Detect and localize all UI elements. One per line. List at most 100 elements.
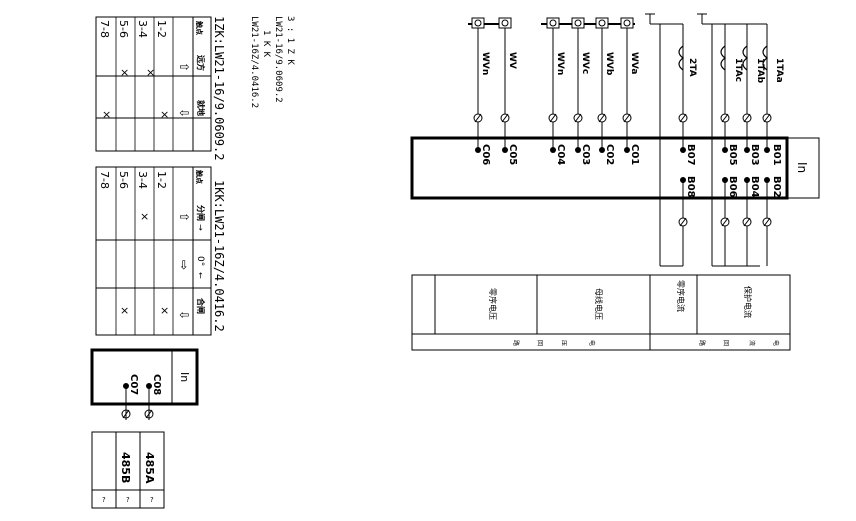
switch-1kk-group: 1KK:LW21-16Z/4.0416.2 触点 分闸 → 0° ← 合闸 ⇧ … [95,166,226,336]
terminal-dot [624,147,630,153]
top-terminal-ring [474,19,482,27]
terminal-dot [722,147,728,153]
terminal-screw-slash [623,113,631,123]
section-zero-voltage: 零序电压 [488,288,498,320]
small-module-group: In C08 C07 [90,348,199,420]
ct-label-1tac: 1TAc [733,58,743,82]
main-module-group: In WVn WV WVn WVc WVb WVa C06 C05 C04 C0… [410,13,820,267]
wire-label-wv: WV [507,52,517,69]
ct-coil-icon [678,45,684,71]
ct-label-1tab: 1TAb [755,58,765,84]
terminal-dot [575,147,581,153]
terminal-screw-slash [549,113,557,123]
terminal-dot [502,147,508,153]
terminal-b08-label: B08 [685,176,696,198]
terminal-screw-slash [721,113,729,123]
terminal-c04-label: C04 [555,144,566,165]
wire-label-wva: WVa [629,52,639,74]
terminal-dot [744,147,750,153]
terminal-screw-slash [122,409,130,419]
switch-1zk-row-3: 5-6 [117,20,130,38]
top-terminal-ring [501,19,509,27]
contact-mark: × [160,108,169,121]
switch-1kk-header-mid: 0° [195,256,205,266]
terminal-screw-slash [743,217,751,227]
terminal-dot [680,177,686,183]
switch-1zk-desc-1: 3 : 1 Z K [285,16,295,65]
ct-coil-icon [742,45,748,71]
main-module-label: In [795,162,809,173]
switch-1zk-desc-2: LW21-16/9.0609.2 [273,16,283,103]
terminal-c08-label: C08 [151,374,162,395]
arrow-left-icon: → [196,224,205,231]
ct-label-2ta: 2TA [687,58,697,77]
small-module-label: In [178,372,191,382]
contact-mark: × [160,304,169,317]
bottom-table [411,274,791,351]
terminal-b03-label: B03 [749,144,760,166]
terminal-dot [550,147,556,153]
terminal-c06-label: C06 [480,144,491,165]
contact-mark: × [140,210,149,223]
switch-1zk-header-contact: 触点 [195,20,204,35]
switch-1kk-title: 1KK:LW21-16Z/4.0416.2 [212,180,226,332]
switch-1zk-row-2: 3-4 [136,20,149,38]
contact-mark: × [120,66,129,79]
comm-footer: ? [126,496,130,504]
terminal-screw-slash [721,217,729,227]
terminal-c02-label: C02 [604,144,615,165]
footer-char: 电 [588,340,596,346]
ct-coil-icon [762,45,768,71]
comm-485a-label: 485A [143,452,156,484]
footer-char: 压 [560,340,567,346]
switch-1zk-desc-4: LW21-16Z/4.0416.2 [249,16,259,108]
terminal-c05-label: C05 [507,144,518,165]
contact-mark: × [102,108,111,121]
footer-char: 回 [722,340,729,346]
comm-footer: ? [102,496,106,504]
ct-coil-icon [720,45,726,71]
arrow-icon: ⇩ [177,310,191,320]
comm-box [91,431,165,509]
switch-1kk-row-2: 3-4 [136,171,149,189]
switch-1kk-header-contact: 触点 [195,169,204,184]
terminal-dot [475,147,481,153]
wire-label-wvn2: WVn [555,52,565,75]
switch-1kk-row-3: 5-6 [117,171,130,189]
terminal-c03-label: C03 [580,144,591,165]
switch-1zk-header-pos2: 就地 [196,100,206,116]
terminal-screw-slash [679,217,687,227]
ct-label-1taa: 1TAa [774,58,784,83]
terminal-screw-slash [145,409,153,419]
terminal-screw-slash [598,113,606,123]
comm-box-group: 485A 485B ? ? ? [91,431,165,509]
switch-1zk-row-1: 1-2 [155,20,168,38]
terminal-screw-slash [501,113,509,123]
top-terminal-ring [598,19,606,27]
switch-1zk-header-pos1: 远方 [196,55,206,71]
terminal-dot [764,147,770,153]
switch-1kk-row-1: 1-2 [155,171,168,189]
contact-mark: × [120,304,129,317]
terminal-dot [599,147,605,153]
top-terminal-ring [623,19,631,27]
terminal-b05-label: B05 [727,144,738,166]
wire-label-wvn: WVn [480,52,490,75]
terminal-screw-icon [121,409,131,419]
terminal-dot [764,177,770,183]
wire-label-wvc: WVc [580,52,590,74]
terminal-dot [722,177,728,183]
terminal-c01-label: C01 [629,144,640,165]
small-module-box [90,348,199,406]
terminal-screw-slash [474,113,482,123]
terminal-b01-label: B01 [771,144,782,166]
switch-1zk-row-4: 7-8 [98,20,111,38]
terminal-b06-label: B06 [727,176,738,198]
terminal-b07-label: B07 [685,144,696,166]
switch-1kk-header-pos1: 分闸 [196,205,206,221]
terminal-screw-slash [679,113,687,123]
main-module-label-cell [786,137,820,199]
section-bus-voltage: 母线电压 [594,288,604,320]
section-protection-current: 保护电流 [743,286,753,318]
